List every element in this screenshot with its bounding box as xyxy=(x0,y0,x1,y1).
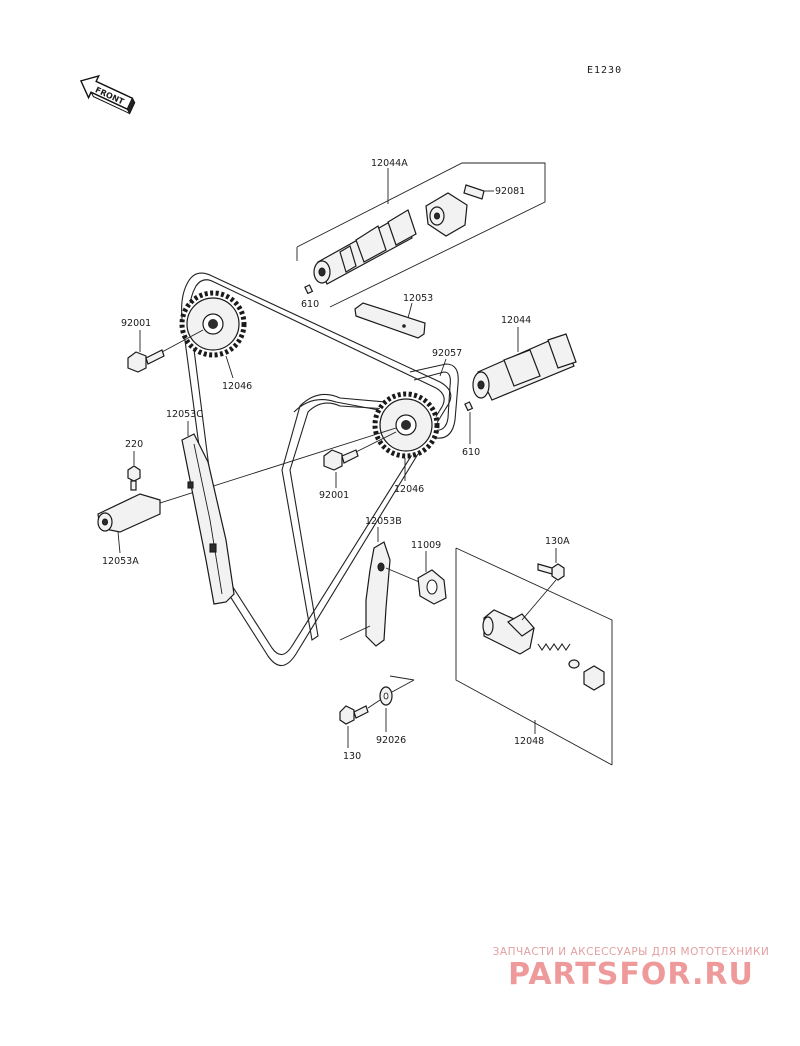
sprocket-12046-left xyxy=(179,290,247,358)
label-220: 220 xyxy=(125,439,143,450)
cam-end-cap xyxy=(425,192,468,237)
label-12046-mid: 12046 xyxy=(394,484,424,495)
bolt-130 xyxy=(339,705,369,725)
label-12053A: 12053A xyxy=(102,556,139,567)
label-12044: 12044 xyxy=(501,315,531,326)
bolt-130A xyxy=(537,563,565,581)
bolt-92001-mid xyxy=(323,449,359,471)
label-92001-mid: 92001 xyxy=(319,490,349,501)
label-12053C: 12053C xyxy=(166,409,203,420)
dowel-pin-610-top xyxy=(304,284,314,295)
watermark-brand: PARTSFOR.RU xyxy=(508,957,754,992)
chain-tensioner-12048 xyxy=(482,609,605,691)
camshaft-12044A xyxy=(313,209,417,285)
label-12044A: 12044A xyxy=(371,158,408,169)
label-92026: 92026 xyxy=(376,735,406,746)
tensioner-12048-group xyxy=(455,547,613,766)
label-11009: 11009 xyxy=(411,540,441,551)
pin-92081 xyxy=(463,184,485,200)
label-12053: 12053 xyxy=(403,293,433,304)
figure-code: E1230 xyxy=(587,65,622,76)
label-92057: 92057 xyxy=(432,348,462,359)
tensioner-guide-12053B xyxy=(365,541,391,647)
label-92001-left: 92001 xyxy=(121,318,151,329)
label-130: 130 xyxy=(343,751,361,762)
label-12048: 12048 xyxy=(514,736,544,747)
washer-92026 xyxy=(379,686,393,706)
watermark: ЗАПЧАСТИ И АКСЕССУАРЫ ДЛЯ МОТОТЕХНИКИ PA… xyxy=(476,946,786,992)
gasket-11009 xyxy=(417,569,447,605)
bolt-220 xyxy=(127,465,141,491)
label-92081: 92081 xyxy=(495,186,525,197)
dowel-pin-610-right xyxy=(464,401,474,412)
front-arrow-icon: FRONT xyxy=(79,74,136,115)
label-12046-left: 12046 xyxy=(222,381,252,392)
label-12053B: 12053B xyxy=(365,516,402,527)
watermark-subtitle: ЗАПЧАСТИ И АКСЕССУАРЫ ДЛЯ МОТОТЕХНИКИ xyxy=(492,946,770,958)
bolt-92001-left xyxy=(127,349,165,373)
chain-guide-12053A xyxy=(97,493,161,533)
label-130A: 130A xyxy=(545,536,570,547)
camshaft-12044A-group xyxy=(296,162,546,308)
chain-guide-12053C xyxy=(181,433,235,605)
label-610-top: 610 xyxy=(301,299,319,310)
chain-guide-12053 xyxy=(354,302,426,339)
camshaft-12044 xyxy=(472,333,577,401)
label-610-right: 610 xyxy=(462,447,480,458)
sprocket-12046-mid xyxy=(372,391,440,459)
